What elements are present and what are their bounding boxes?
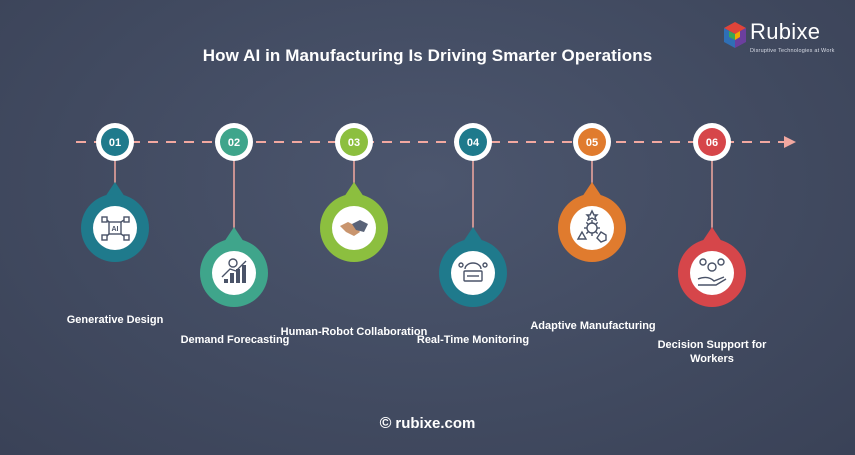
step-badge: [101, 128, 129, 156]
step-number: 01: [109, 137, 121, 149]
step-icon-disc: [451, 251, 495, 295]
step-02: 02: [200, 123, 268, 307]
step-number: 06: [706, 137, 718, 149]
step-label-real-time-monitoring: Real-Time Monitoring: [416, 334, 530, 346]
step-number: 04: [467, 137, 480, 149]
footer-url: rubixe.com: [395, 415, 476, 432]
demand-forecasting-icon: [221, 258, 247, 283]
step-03: 03: [320, 123, 388, 262]
page-title: How AI in Manufacturing Is Driving Smart…: [202, 46, 653, 65]
svg-text:AI: AI: [112, 226, 119, 233]
step-number: 03: [348, 137, 360, 149]
step-label-demand-forecasting: Demand Forecasting: [180, 334, 290, 346]
step-badge: [578, 128, 606, 156]
step-label-human-robot-collaboration: Human-Robot Collaboration: [280, 326, 428, 338]
step-badge: [459, 128, 487, 156]
handshake-icon: [340, 220, 368, 236]
step-number: 05: [586, 137, 598, 149]
step-badge: [698, 128, 726, 156]
logo-tagline: Disruptive Technologies at Work: [750, 48, 835, 54]
step-icon-disc: [570, 206, 614, 250]
step-label-adaptive-manufacturing: Adaptive Manufacturing: [530, 320, 656, 332]
monitoring-icon: [458, 262, 488, 282]
timeline-arrow-icon: [784, 136, 796, 148]
step-icon-disc: [690, 251, 734, 295]
step-badge: [340, 128, 368, 156]
step-label-decision-support: Decision Support for Workers: [657, 339, 767, 365]
step-06: 06: [678, 123, 746, 307]
step-number: 02: [228, 137, 240, 149]
brand-logo: Rubixe Disruptive Technologies at Work: [722, 18, 842, 60]
adaptive-gear-icon: [576, 209, 607, 243]
copyright-icon: ©: [379, 415, 392, 432]
generative-design-icon: AI: [101, 216, 130, 241]
rubixe-cube-icon: [724, 22, 746, 48]
step-badge: [220, 128, 248, 156]
step-04: 04: [439, 123, 507, 307]
logo-wordmark: Rubixe: [750, 19, 821, 44]
decision-support-icon: [697, 258, 727, 286]
step-label-generative-design: Generative Design: [66, 314, 164, 326]
step-05: 05: [558, 123, 626, 262]
footer-site: ©rubixe.com: [0, 415, 855, 433]
